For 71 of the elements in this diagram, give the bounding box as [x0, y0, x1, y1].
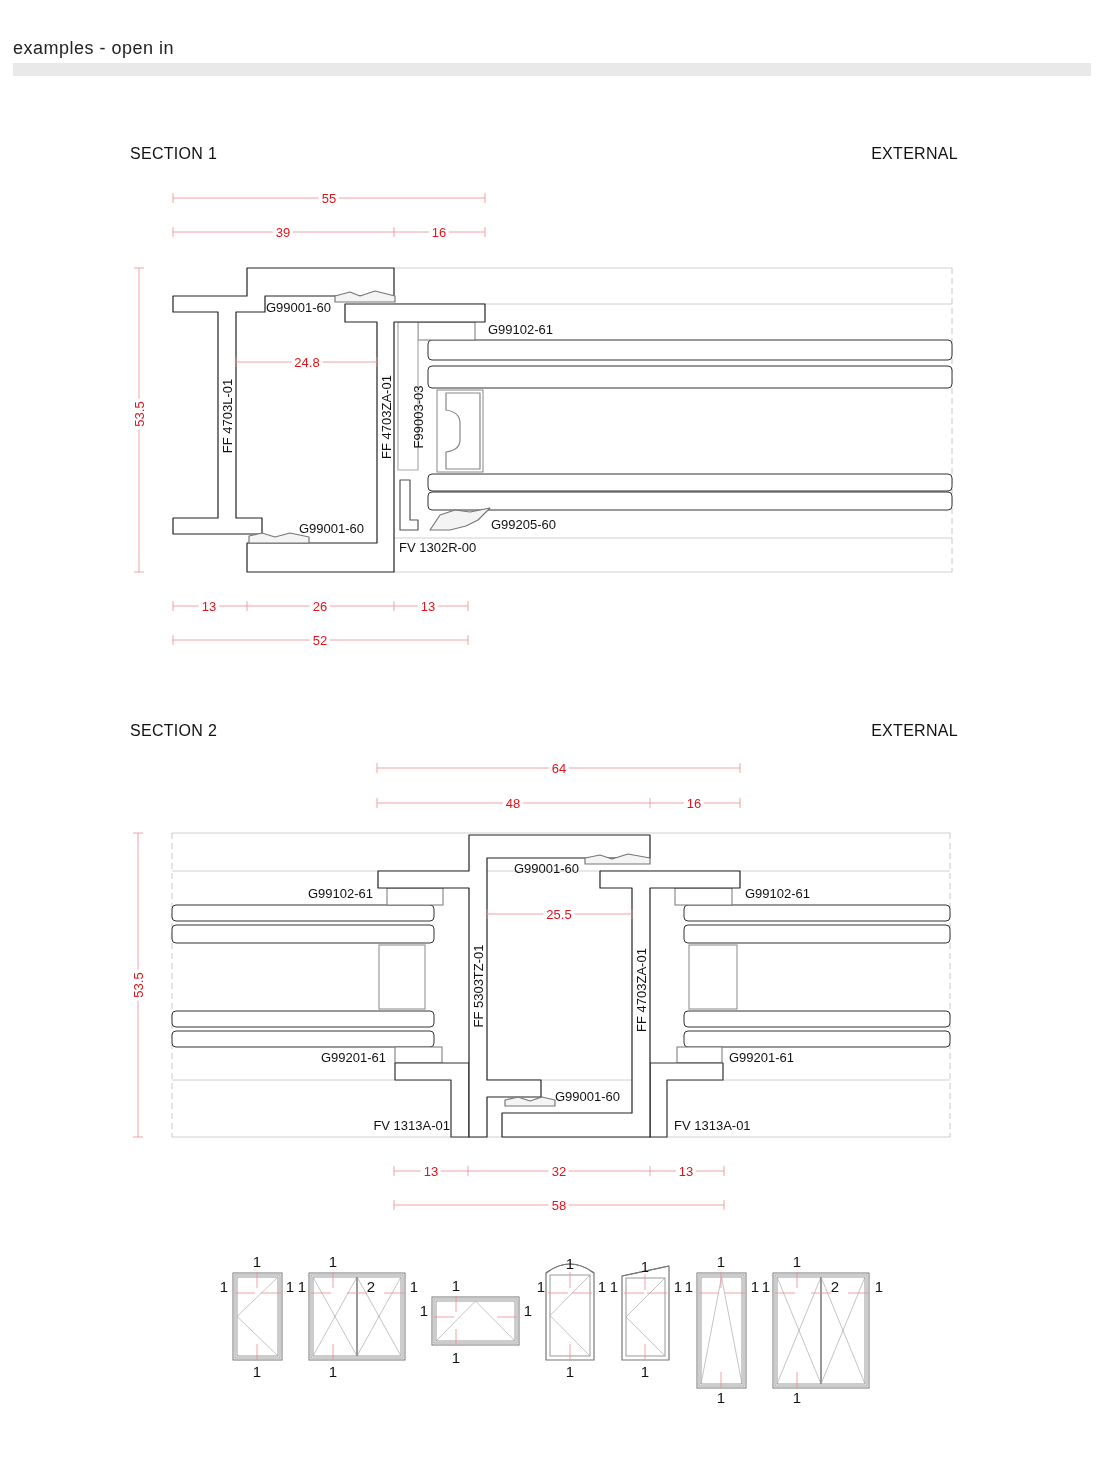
sash-count-number: 1: [409, 1278, 419, 1294]
sash-count-number: 1: [451, 1349, 461, 1365]
part-code-label: F99003-03: [411, 385, 425, 449]
sash-count-number: 1: [285, 1278, 295, 1294]
sash-count-number: 1: [451, 1277, 461, 1293]
part-code-label: FV 1313A-01: [373, 1118, 450, 1132]
part-code-label: G99001-60: [299, 521, 365, 535]
sash-count-number: 1: [750, 1278, 760, 1294]
sash-count-number: 1: [874, 1278, 884, 1294]
sash-count-number: 1: [640, 1363, 650, 1379]
dimension-value: 64: [548, 761, 570, 775]
dimension-value: 53.5: [132, 398, 146, 430]
part-code-label: G99001-60: [555, 1089, 621, 1103]
dimension-value: 48: [502, 796, 524, 810]
dimension-value: 25.5: [543, 907, 575, 921]
sash-count-number: 1: [792, 1389, 802, 1405]
part-code-label: FF 5303TZ-01: [471, 944, 485, 1028]
sash-count-number: 1: [419, 1302, 429, 1318]
sash-count-number: 1: [684, 1278, 694, 1294]
part-code-label: FF 4703L-01: [220, 378, 234, 454]
part-code-label: G99001-60: [514, 861, 580, 875]
part-code-label: G99201-61: [729, 1050, 795, 1064]
sash-count-number: 1: [523, 1302, 533, 1318]
sash-count-number: 1: [609, 1278, 619, 1294]
dimension-value: 55: [318, 191, 340, 205]
sash-count-number: 1: [640, 1258, 650, 1274]
page-title: examples - open in: [13, 39, 175, 57]
part-code-label: FV 1313A-01: [674, 1118, 751, 1132]
sash-count-number: 1: [597, 1278, 607, 1294]
dimension-value: 39: [272, 225, 294, 239]
part-code-label: G99205-60: [491, 517, 557, 531]
sash-count-number: 1: [565, 1363, 575, 1379]
sash-count-number: 1: [565, 1255, 575, 1271]
sash-count-number: 1: [297, 1278, 307, 1294]
sash-count-number: 2: [830, 1278, 840, 1294]
sash-count-number: 1: [219, 1278, 229, 1294]
part-code-label: FF 4703ZA-01: [634, 948, 648, 1032]
sash-count-number: 1: [252, 1253, 262, 1269]
side-label: EXTERNAL: [871, 146, 958, 162]
dimension-value: 13: [417, 599, 439, 613]
dimension-value: 52: [309, 633, 331, 647]
part-code-label: FF 4703ZA-01: [379, 375, 393, 459]
sash-count-number: 1: [328, 1253, 338, 1269]
sash-count-number: 1: [792, 1253, 802, 1269]
part-code-label: G99102-61: [307, 886, 373, 900]
dimension-value: 32: [548, 1164, 570, 1178]
part-code-label: G99201-61: [320, 1050, 386, 1064]
dimension-value: 16: [683, 796, 705, 810]
part-code-label: G99102-61: [745, 886, 811, 900]
dimension-value: 13: [675, 1164, 697, 1178]
sash-count-number: 1: [252, 1363, 262, 1379]
dimension-value: 24.8: [291, 355, 323, 369]
sash-count-number: 2: [366, 1278, 376, 1294]
dimension-value: 16: [428, 225, 450, 239]
dimension-value: 53.5: [131, 969, 145, 1001]
part-code-label: FV 1302R-00: [399, 540, 477, 554]
side-label: EXTERNAL: [871, 723, 958, 739]
dimension-value: 26: [309, 599, 331, 613]
sash-count-number: 1: [761, 1278, 771, 1294]
dimension-value: 13: [198, 599, 220, 613]
sash-count-number: 1: [328, 1363, 338, 1379]
dimension-value: 58: [548, 1198, 570, 1212]
section-heading: SECTION 2: [130, 723, 218, 739]
sash-count-number: 1: [716, 1389, 726, 1405]
sash-count-number: 1: [536, 1278, 546, 1294]
part-code-label: G99001-60: [266, 300, 332, 314]
part-code-label: G99102-61: [488, 322, 554, 336]
sash-count-number: 1: [673, 1278, 683, 1294]
section-heading: SECTION 1: [130, 146, 218, 162]
dimension-value: 13: [420, 1164, 442, 1178]
sash-count-number: 1: [716, 1253, 726, 1269]
